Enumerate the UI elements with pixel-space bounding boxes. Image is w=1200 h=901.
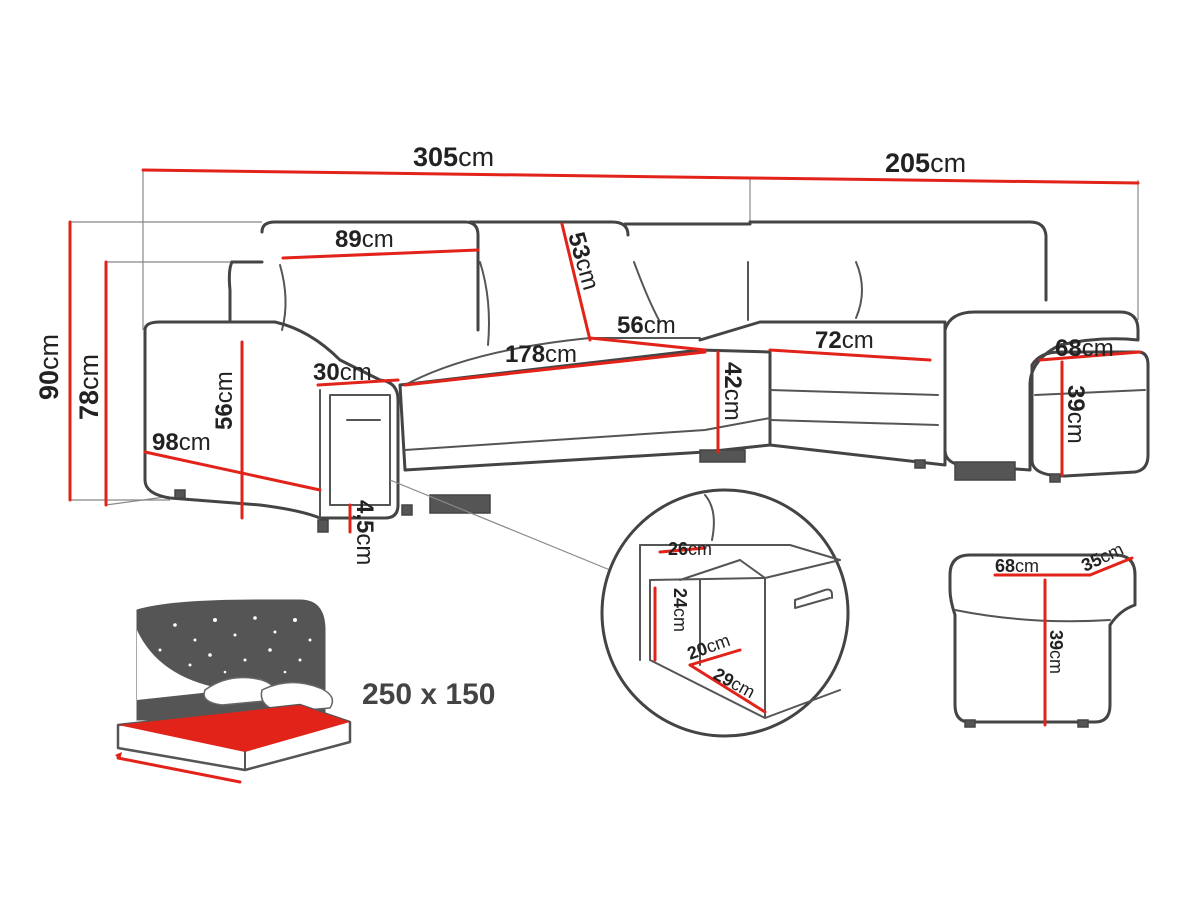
label-storage-height: 24cm [670, 588, 690, 632]
label-chaise-seat-width: 72cm [815, 327, 874, 354]
label-total-height: 90cm [34, 334, 64, 400]
extension-lines [70, 170, 1139, 506]
label-arm-depth: 98cm [152, 429, 211, 456]
label-leg-height: 4,5cm [351, 500, 378, 565]
dimension-lines [68, 168, 1142, 534]
label-corner-depth: 56cm [617, 312, 676, 339]
star-icon [158, 616, 312, 682]
label-back-cushion: 53cm [562, 229, 604, 293]
label-total-width: 305cm [413, 142, 494, 172]
label-drawer-length: 29cm [710, 664, 758, 702]
storage-detail: 26cm 24cm 20cm 29cm [600, 488, 850, 738]
label-pouf-end-width: 68cm [1055, 335, 1114, 362]
mattress [118, 705, 350, 752]
label-arm-height: 56cm [211, 371, 238, 430]
dimension-labels: 305cm 205cm 90cm 78cm 89cm 53cm 56cm 72c… [34, 142, 1114, 565]
label-side-width: 205cm [885, 148, 966, 178]
label-arm-width: 30cm [313, 359, 372, 386]
label-pouf-end-height: 39cm [1062, 385, 1089, 444]
bed-icon [115, 599, 352, 784]
label-back-height: 78cm [74, 354, 104, 420]
label-pouf-height: 39cm [1046, 630, 1066, 674]
pouf: 68cm 35cm 39cm [948, 539, 1137, 728]
label-pouf-width: 68cm [995, 556, 1039, 576]
label-storage-depth: 26cm [668, 539, 712, 559]
label-seat-width: 178cm [505, 341, 577, 368]
corner-sofa-outline [143, 220, 1150, 571]
label-seat-height: 42cm [719, 362, 746, 421]
bed-size-label: 250 x 150 [362, 678, 495, 711]
label-seat-top-width: 89cm [335, 226, 394, 253]
